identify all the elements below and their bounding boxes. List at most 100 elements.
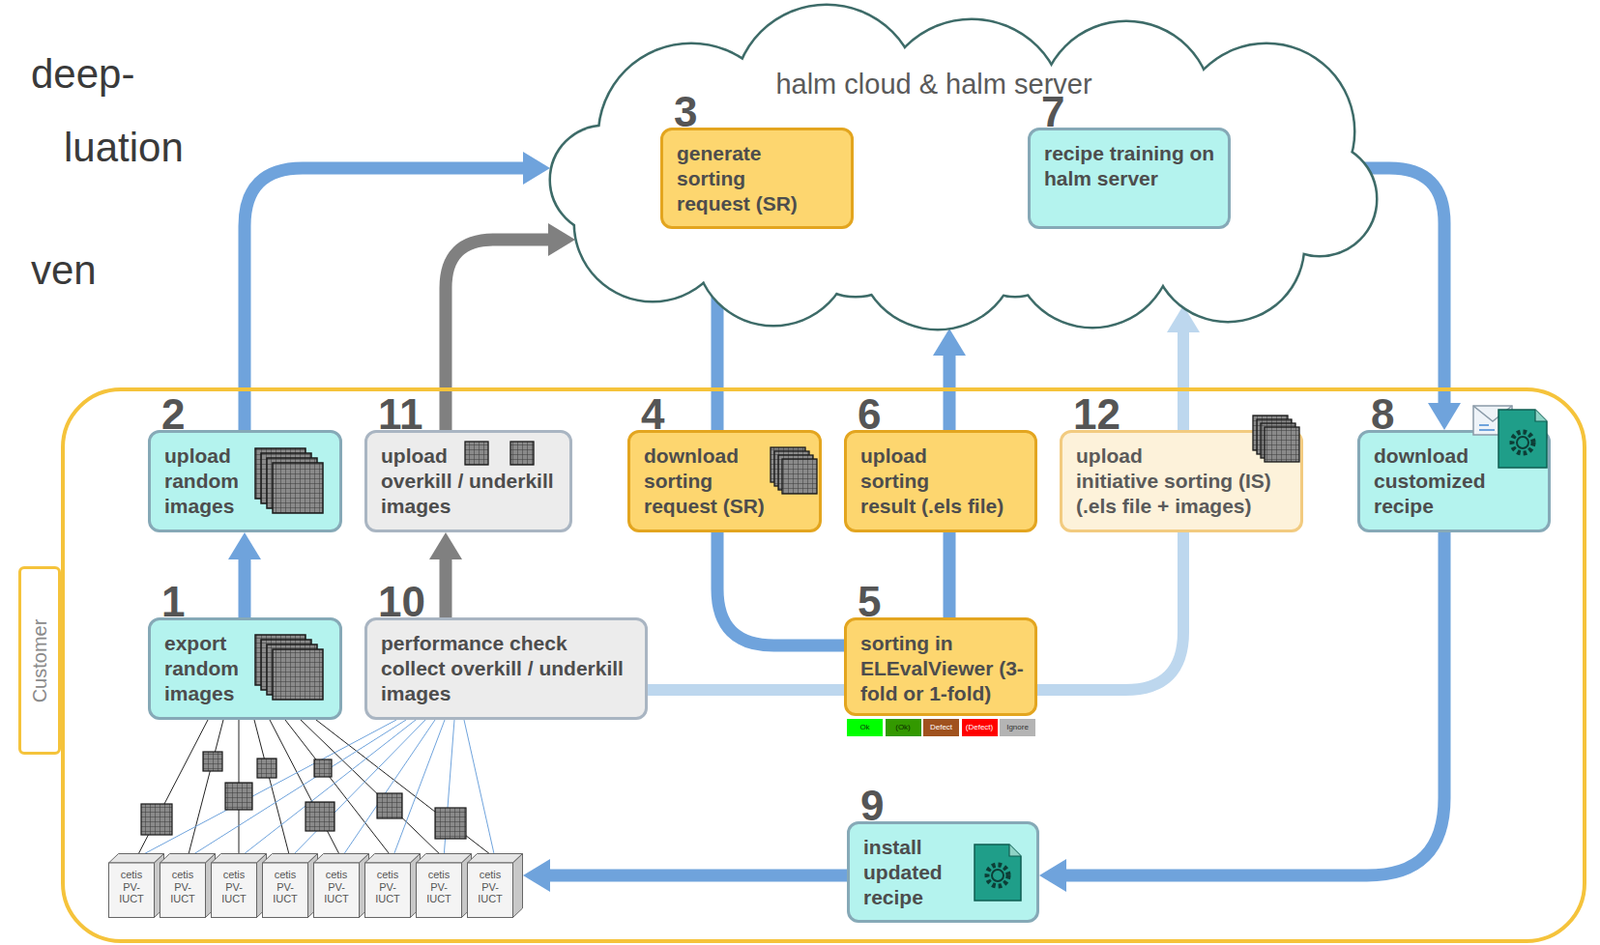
box-body: sorting in ELEvalViewer (3-fold or 1-fol… <box>860 631 1025 707</box>
machine-front <box>365 863 411 919</box>
image-layer <box>272 463 323 514</box>
gear-hub <box>991 870 1004 882</box>
connector-line <box>943 532 957 618</box>
legend-bar: Ok(Ok)Defect(Defect)Ignore <box>846 719 1041 739</box>
image-thumbnail <box>203 752 223 772</box>
process-box: 6upload sorting result (.els file) <box>843 430 1038 533</box>
arrow-head <box>523 859 551 893</box>
image-layer <box>1260 423 1296 459</box>
machine-label: cetis PV- IUCT <box>165 869 201 906</box>
envelope-flap <box>1473 406 1513 422</box>
customer-region: Customer2upload random images11upload ov… <box>60 387 1587 944</box>
box-body: upload initiative sorting (IS) (.els fil… <box>1076 443 1280 520</box>
box-text: recipe training on halm server <box>1044 141 1224 192</box>
connector-line <box>647 684 844 697</box>
image-layer <box>782 459 817 495</box>
connector <box>464 720 495 859</box>
image-thumbnail <box>141 804 173 836</box>
connector-line <box>439 557 453 618</box>
icon-space <box>581 631 642 657</box>
box-body: generate sorting request (SR) <box>676 141 813 217</box>
number-wrap: 4 <box>640 393 665 437</box>
machine-label: cetis PV- IUCT <box>472 869 508 906</box>
machine-text-wrap: cetis PV- IUCT <box>319 869 354 906</box>
box-text: upload random images <box>164 443 252 520</box>
icon-space <box>942 443 1020 495</box>
box-text: install updated recipe <box>863 835 960 911</box>
image-layer <box>255 635 306 686</box>
connector <box>187 720 407 859</box>
number-wrap: 6 <box>857 393 881 437</box>
number-wrap: 9 <box>860 785 884 828</box>
image-stack-icon <box>1252 415 1300 463</box>
number-wrap: 3 <box>673 90 698 134</box>
connector-line <box>300 720 444 859</box>
number-wrap: 1 <box>161 581 185 624</box>
image-thumbnail <box>305 802 335 832</box>
arrow-head <box>932 328 966 356</box>
process-box: 7recipe training on halm server <box>1027 127 1231 230</box>
legend-text: Ok <box>846 719 883 737</box>
gear-teeth <box>1512 432 1534 454</box>
box-text: generate sorting request (SR) <box>676 141 813 217</box>
connector <box>341 720 436 859</box>
image-layer <box>774 451 810 487</box>
process-box: 1export random images <box>147 617 343 721</box>
image-thumbnail <box>435 808 466 840</box>
cloud-fill <box>551 5 1376 329</box>
connector-line <box>1037 532 1184 691</box>
image-thumbnails <box>141 752 466 840</box>
callout-number: 8 <box>1370 393 1395 437</box>
file-fold <box>1535 409 1547 422</box>
process-box: 10performance check collect overkill / u… <box>364 617 648 721</box>
connector <box>1037 532 1184 691</box>
machine-text-wrap: cetis PV- IUCT <box>216 869 252 906</box>
callout-number: 11 <box>378 393 424 437</box>
file-shape <box>1498 409 1547 468</box>
machine-front <box>314 863 360 919</box>
machine-text-wrap: cetis PV- IUCT <box>267 869 303 906</box>
region-label: Customer <box>28 618 52 703</box>
machine-text-wrap: cetis PV- IUCT <box>472 869 508 906</box>
legend-swatch: Ignore <box>999 719 1036 737</box>
envelope-marks <box>1479 425 1495 431</box>
image-thumbnail <box>314 759 332 778</box>
connector-line <box>464 720 495 859</box>
image-layer <box>255 448 306 499</box>
machine-text-wrap: cetis PV- IUCT <box>421 869 457 906</box>
process-box: 9install updated recipe <box>846 821 1040 924</box>
image-thumbnail <box>225 783 253 811</box>
machine-text-wrap: cetis PV- IUCT <box>165 869 201 906</box>
machine-unit: cetis PV- IUCT <box>364 853 421 919</box>
connector <box>285 720 393 859</box>
process-box: 12upload initiative sorting (IS) (.els f… <box>1059 430 1304 533</box>
legend-swatch: Ok <box>846 719 883 737</box>
process-box: 5sorting in ELEvalViewer (3-fold or 1-fo… <box>843 617 1038 717</box>
connector-line <box>269 720 342 859</box>
connector-line <box>445 239 551 431</box>
callout-number: 4 <box>640 393 665 437</box>
callout-number: 7 <box>1041 90 1065 134</box>
machine-unit: cetis PV- IUCT <box>466 853 524 919</box>
gear-teeth <box>987 865 1009 887</box>
label-wrap: ven <box>30 247 97 294</box>
callout-number: 9 <box>860 785 884 828</box>
legend-text: (Defect) <box>961 719 998 737</box>
legend-text: Defect <box>923 719 960 737</box>
image-layer <box>1252 415 1288 451</box>
machine-unit: cetis PV- IUCT <box>415 853 472 919</box>
connector-line <box>717 532 844 646</box>
recipe-file-icon <box>974 844 1021 902</box>
connector <box>228 532 262 618</box>
mail-icon <box>1473 406 1513 436</box>
connector <box>238 720 416 859</box>
machine-unit: cetis PV- IUCT <box>261 853 319 919</box>
image-layer <box>266 458 318 509</box>
connector <box>932 328 966 431</box>
number-wrap: 11 <box>378 393 424 437</box>
legend-swatch: (Defect) <box>961 719 998 737</box>
label-wrap: deep- <box>30 51 135 98</box>
box-text: upload initiative sorting (IS) (.els fil… <box>1076 443 1280 520</box>
connector <box>949 532 951 618</box>
